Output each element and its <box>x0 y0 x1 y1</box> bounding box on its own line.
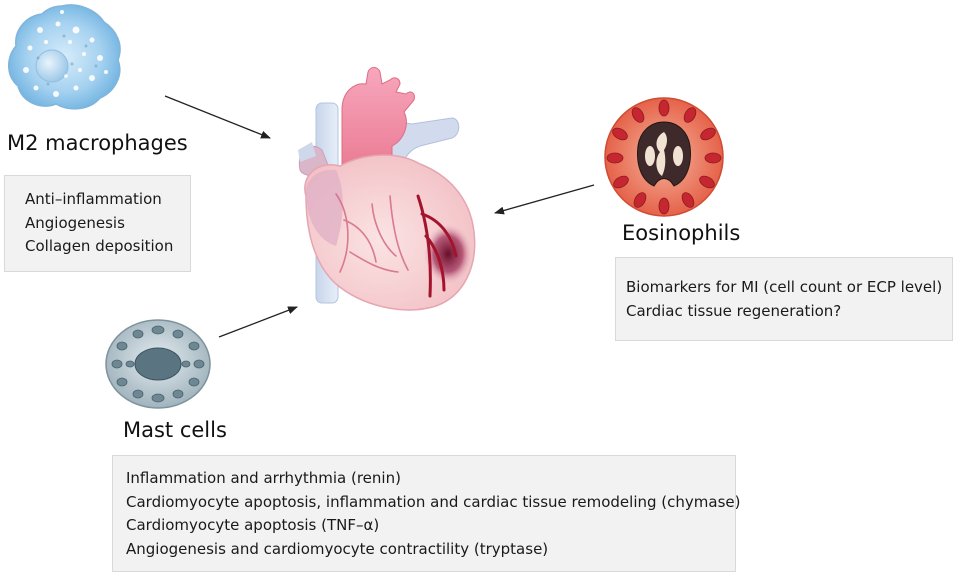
mast-item: Inflammation and arrhythmia (renin) <box>126 469 401 487</box>
mast-item: Angiogenesis and cardiomyocyte contracti… <box>126 539 549 558</box>
eosinophils-box: Biomarkers for MI (cell count or ECP lev… <box>615 257 953 341</box>
eosinophil-cell-icon <box>604 97 724 217</box>
arrow-mast-cell-to-heart <box>218 306 298 338</box>
mast-item: Cardiomyocyte apoptosis, inflammation an… <box>126 492 741 511</box>
mast-item: Cardiomyocyte apoptosis (TNF–α) <box>126 516 380 534</box>
heart-icon <box>298 67 476 311</box>
mast-cells-box: Inflammation and arrhythmia (renin) Card… <box>112 455 741 572</box>
eosinophils-item: Biomarkers for MI (cell count or ECP lev… <box>626 278 943 296</box>
eosinophils-title: Eosinophils <box>622 221 741 245</box>
mast-cells-title: Mast cells <box>123 418 227 442</box>
m2-macrophages-box: Anti–inflammation Angiogenesis Collagen … <box>4 175 191 272</box>
macrophage-cell-icon <box>8 4 121 110</box>
eosinophils-item: Cardiac tissue regeneration? <box>626 301 842 320</box>
m2-item: Anti–inflammation <box>25 190 162 208</box>
m2-macrophages-title: M2 macrophages <box>7 131 188 155</box>
arrow-macrophage-to-heart <box>164 95 271 139</box>
m2-item: Angiogenesis <box>25 213 125 232</box>
arrow-eosinophil-to-heart <box>494 184 595 215</box>
mast-cell-icon <box>105 319 211 409</box>
m2-item: Collagen deposition <box>25 237 174 255</box>
